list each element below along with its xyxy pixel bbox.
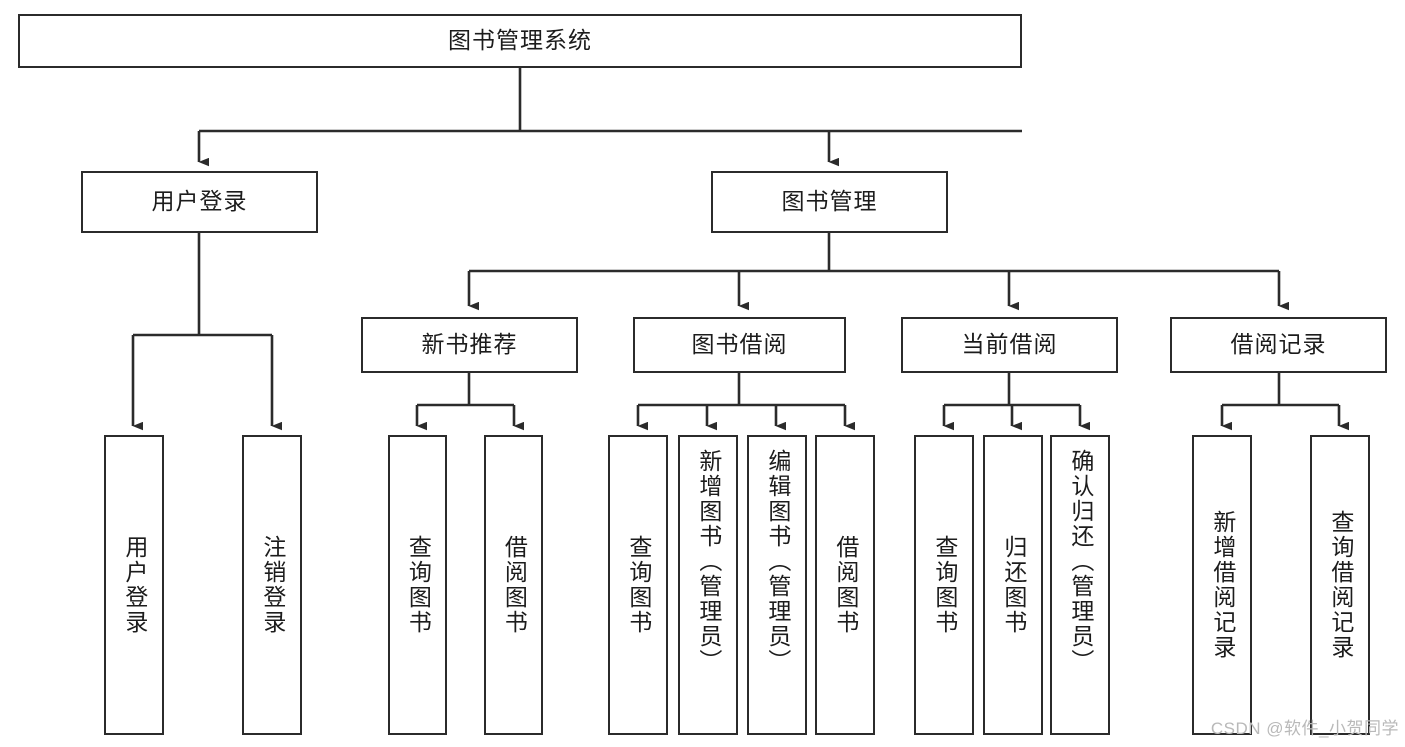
- leaf-query-book-1-label: 查询图书: [405, 535, 432, 635]
- leaf-query-book-1[interactable]: 查询图书: [388, 435, 447, 735]
- leaf-borrow-book-2[interactable]: 借阅图书: [815, 435, 875, 735]
- leaf-logout-login[interactable]: 注销登录: [242, 435, 302, 735]
- leaf-edit-book-label: 编辑图书（管理员）: [764, 449, 791, 674]
- node-user-login[interactable]: 用户登录: [81, 171, 318, 233]
- node-root-label: 图书管理系统: [448, 27, 592, 54]
- leaf-borrow-book-2-label: 借阅图书: [832, 535, 859, 635]
- leaf-query-record-label: 查询借阅记录: [1327, 510, 1354, 660]
- leaf-user-login-label: 用户登录: [121, 535, 148, 635]
- node-book-management-label: 图书管理: [781, 188, 878, 215]
- leaf-add-book[interactable]: 新增图书（管理员）: [678, 435, 738, 735]
- leaf-user-login[interactable]: 用户登录: [104, 435, 164, 735]
- node-book-management[interactable]: 图书管理: [711, 171, 948, 233]
- leaf-add-record[interactable]: 新增借阅记录: [1192, 435, 1252, 735]
- leaf-borrow-book-1-label: 借阅图书: [501, 535, 528, 635]
- node-borrow-record[interactable]: 借阅记录: [1170, 317, 1387, 373]
- leaf-query-book-2-label: 查询图书: [625, 535, 652, 635]
- leaf-edit-book[interactable]: 编辑图书（管理员）: [747, 435, 807, 735]
- node-new-book-recommend-label: 新书推荐: [421, 331, 518, 358]
- csdn-watermark: CSDN @软件_小贺同学: [1210, 719, 1399, 738]
- node-book-borrow-label: 图书借阅: [691, 331, 788, 358]
- leaf-return-book[interactable]: 归还图书: [983, 435, 1043, 735]
- node-current-borrow[interactable]: 当前借阅: [901, 317, 1118, 373]
- node-current-borrow-label: 当前借阅: [961, 331, 1058, 358]
- node-root[interactable]: 图书管理系统: [18, 14, 1022, 68]
- leaf-query-book-2[interactable]: 查询图书: [608, 435, 668, 735]
- leaf-query-book-3-label: 查询图书: [931, 535, 958, 635]
- leaf-query-record[interactable]: 查询借阅记录: [1310, 435, 1370, 735]
- node-new-book-recommend[interactable]: 新书推荐: [361, 317, 578, 373]
- leaf-confirm-return-label: 确认归还（管理员）: [1067, 449, 1094, 674]
- leaf-add-book-label: 新增图书（管理员）: [695, 449, 722, 674]
- node-user-login-label: 用户登录: [151, 188, 248, 215]
- leaf-return-book-label: 归还图书: [1000, 535, 1027, 635]
- leaf-confirm-return[interactable]: 确认归还（管理员）: [1050, 435, 1110, 735]
- node-book-borrow[interactable]: 图书借阅: [633, 317, 846, 373]
- leaf-logout-login-label: 注销登录: [259, 535, 286, 635]
- node-borrow-record-label: 借阅记录: [1230, 331, 1327, 358]
- leaf-query-book-3[interactable]: 查询图书: [914, 435, 974, 735]
- leaf-add-record-label: 新增借阅记录: [1209, 510, 1236, 660]
- leaf-borrow-book-1[interactable]: 借阅图书: [484, 435, 543, 735]
